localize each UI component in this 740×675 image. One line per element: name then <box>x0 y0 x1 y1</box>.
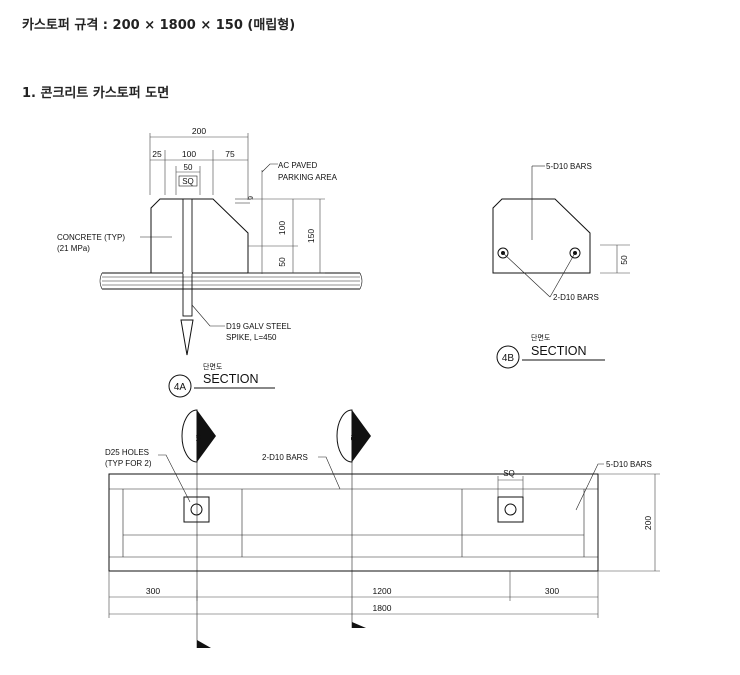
section-4b-drawing: 5-D10 BARS 2-D10 BARS 50 4B 단면도 SECTION <box>492 162 630 369</box>
plan-dim-200-label: 200 <box>643 516 653 530</box>
b-bottom-bars-label: 2-D10 BARS <box>553 293 599 302</box>
concrete-mpa-label: (21 MPa) <box>57 244 90 253</box>
section-4a-korean: 단면도 <box>203 362 223 371</box>
spike-label-2: SPIKE, L=450 <box>226 333 277 342</box>
holes-label-2: (TYP FOR 2) <box>105 459 152 468</box>
b-top-bars-label: 5-D10 BARS <box>546 162 592 171</box>
plan-dim-1800: 1800 <box>373 603 392 613</box>
parking-area-label: PARKING AREA <box>278 173 338 182</box>
spike-label-1: D19 GALV STEEL <box>226 322 292 331</box>
dim-50-label: 50 <box>184 163 193 172</box>
dim-200-label: 200 <box>192 126 206 136</box>
spec-heading: 카스토퍼 규격 : 200 × 1800 × 150 (매립형) <box>22 18 296 33</box>
plan-sq-label: SQ <box>503 469 515 478</box>
dim-25-label: 25 <box>152 149 162 159</box>
plan-marker-4a: 4A <box>194 433 201 442</box>
plan-dim-300-left: 300 <box>146 586 160 596</box>
plan-dim-1200: 1200 <box>373 586 392 596</box>
plan-view-drawing: 4A 4B SQ D25 HOLES (TYP FOR 2) 2-D10 BAR… <box>105 409 660 648</box>
dim-6-label: 6 <box>246 196 253 200</box>
drawing-section-heading: 1. 콘크리트 카스토퍼 도면 <box>22 86 170 101</box>
section-4a-title: SECTION <box>203 372 259 386</box>
section-4b-title: SECTION <box>531 344 587 358</box>
concrete-typ-label: CONCRETE (TYP) <box>57 233 125 242</box>
dim-sq-label: SQ <box>182 177 194 186</box>
section-4a-tag-circle <box>168 374 192 398</box>
dim-v100-label: 100 <box>277 221 287 235</box>
section-4a-drawing: 200 25 100 75 50 SQ 6 100 150 <box>57 126 363 398</box>
plan-marker-4b: 4B <box>349 433 356 441</box>
plan-2-bars-label: 2-D10 BARS <box>262 453 308 462</box>
plan-5-bars-label: 5-D10 BARS <box>606 460 652 469</box>
ac-paved-label: AC PAVED <box>278 161 317 170</box>
section-4a-tag: 4A <box>174 382 187 393</box>
section-4b-korean: 단면도 <box>531 333 551 342</box>
holes-label-1: D25 HOLES <box>105 448 149 457</box>
dim-100-label: 100 <box>182 149 196 159</box>
plan-dim-300-right: 300 <box>545 586 559 596</box>
b-dim-50-label: 50 <box>619 255 629 265</box>
dim-v150-label: 150 <box>306 229 316 243</box>
section-4b-tag-circle <box>496 345 520 369</box>
section-4b-tag: 4B <box>502 353 515 364</box>
dim-75-label: 75 <box>225 149 235 159</box>
dim-v50-label: 50 <box>277 257 287 267</box>
